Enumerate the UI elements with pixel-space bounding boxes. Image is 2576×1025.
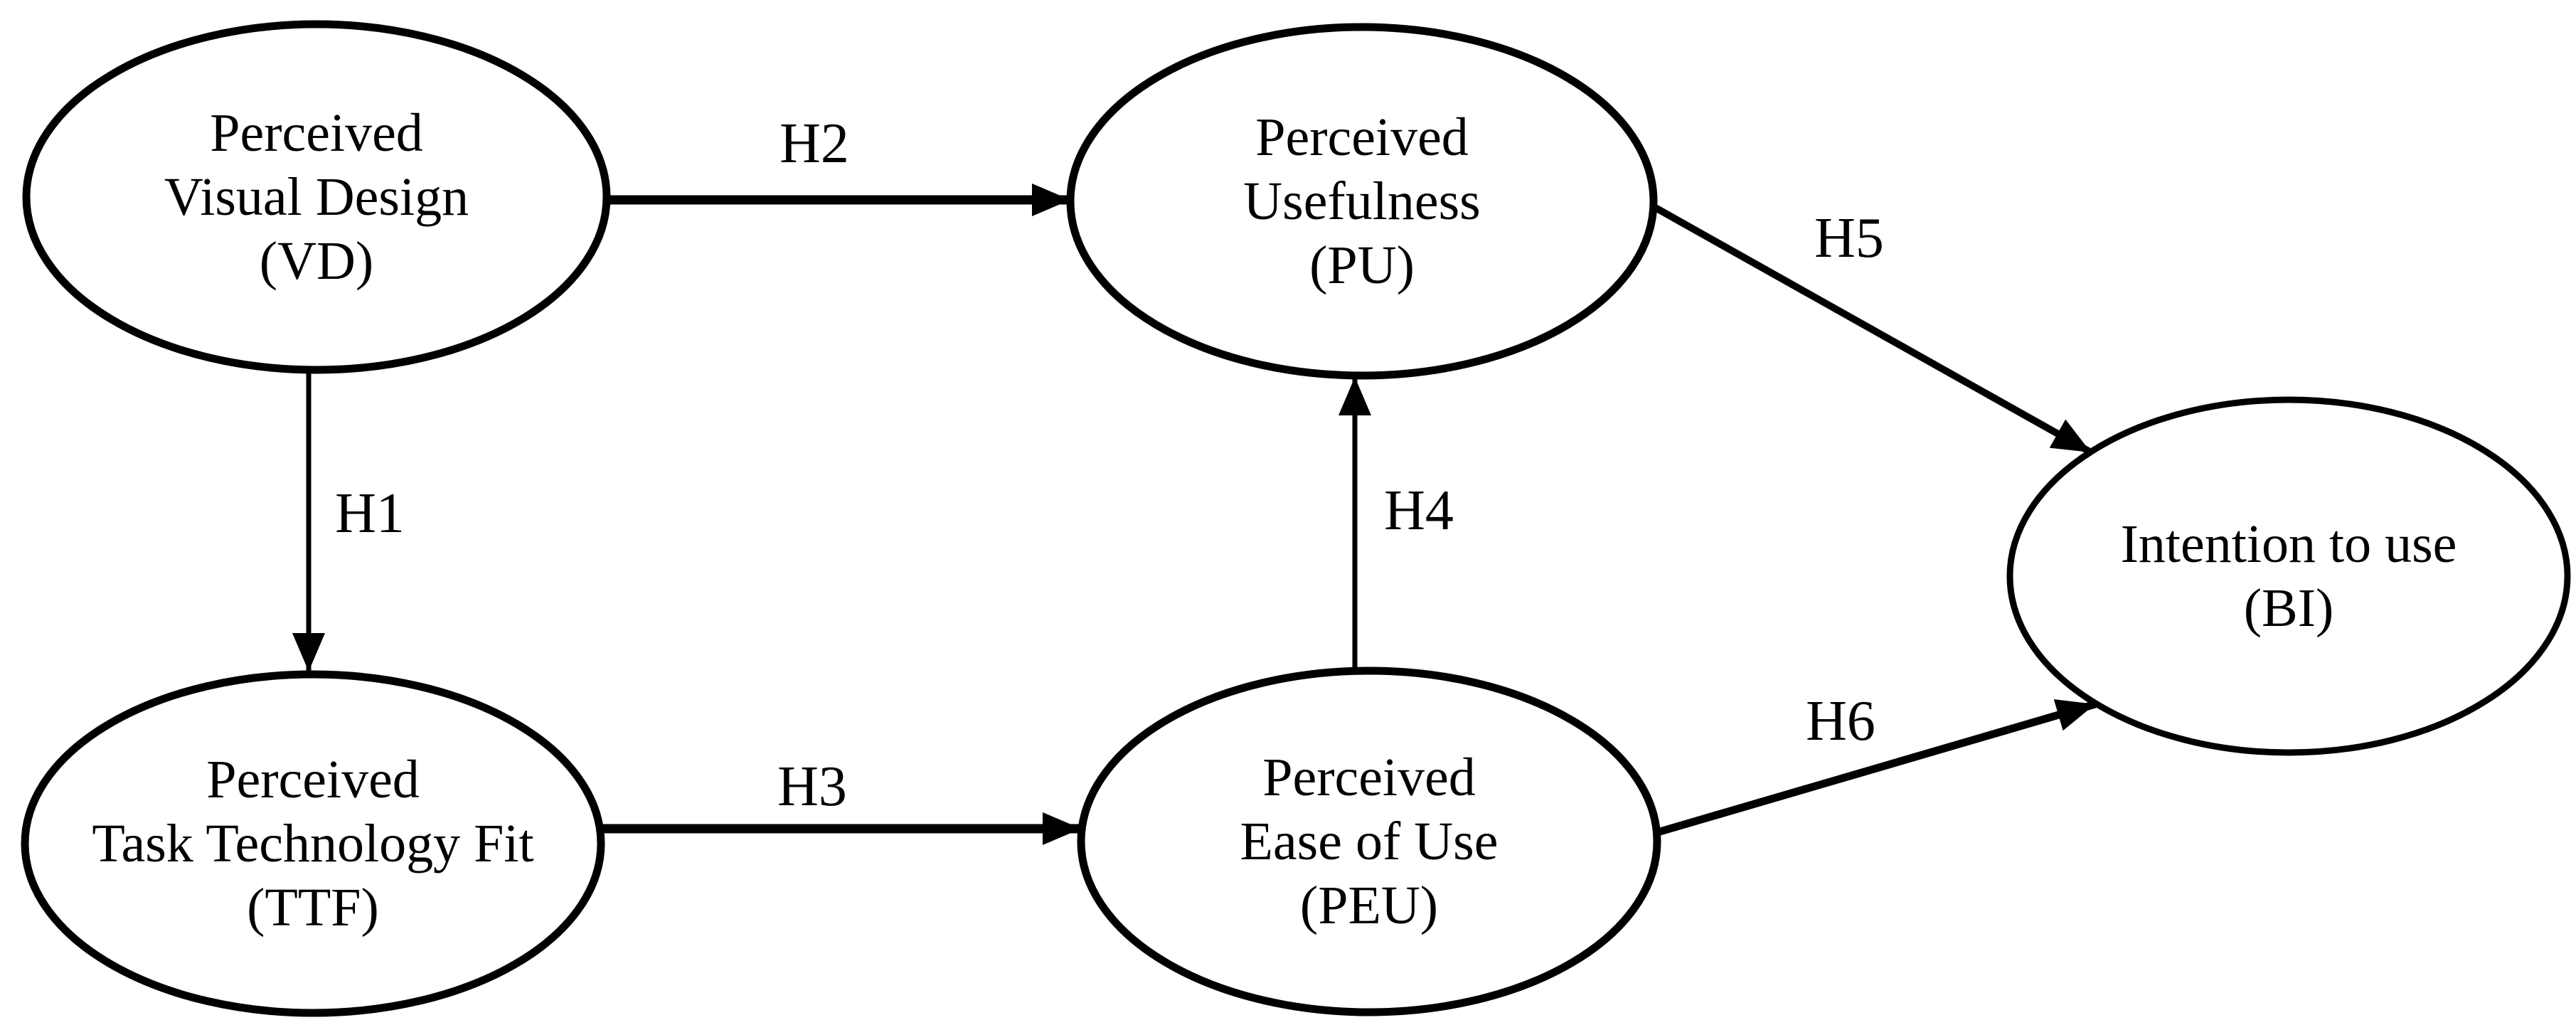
edge-label-h2: H2 xyxy=(779,112,849,175)
edge-label-h6: H6 xyxy=(1806,690,1875,753)
edge-h6-arrow xyxy=(1651,699,2097,838)
node-pu-ellipse xyxy=(1066,23,1658,380)
edge-label-h5: H5 xyxy=(1814,207,1884,270)
node-bi-label: Intention to use(BI) xyxy=(2121,514,2457,638)
edge-h5-arrow xyxy=(1651,203,2093,456)
edge-label-h1: H1 xyxy=(335,482,405,545)
node-peu-ellipse xyxy=(1077,666,1661,1016)
edge-label-h3: H3 xyxy=(777,755,847,818)
edge-label-h4: H4 xyxy=(1384,479,1454,542)
node-ttf-ellipse xyxy=(21,670,605,1017)
node-bi-ellipse xyxy=(2006,396,2571,756)
node-vd-ellipse xyxy=(22,20,611,374)
node-bi: Intention to use(BI) xyxy=(2006,396,2571,756)
